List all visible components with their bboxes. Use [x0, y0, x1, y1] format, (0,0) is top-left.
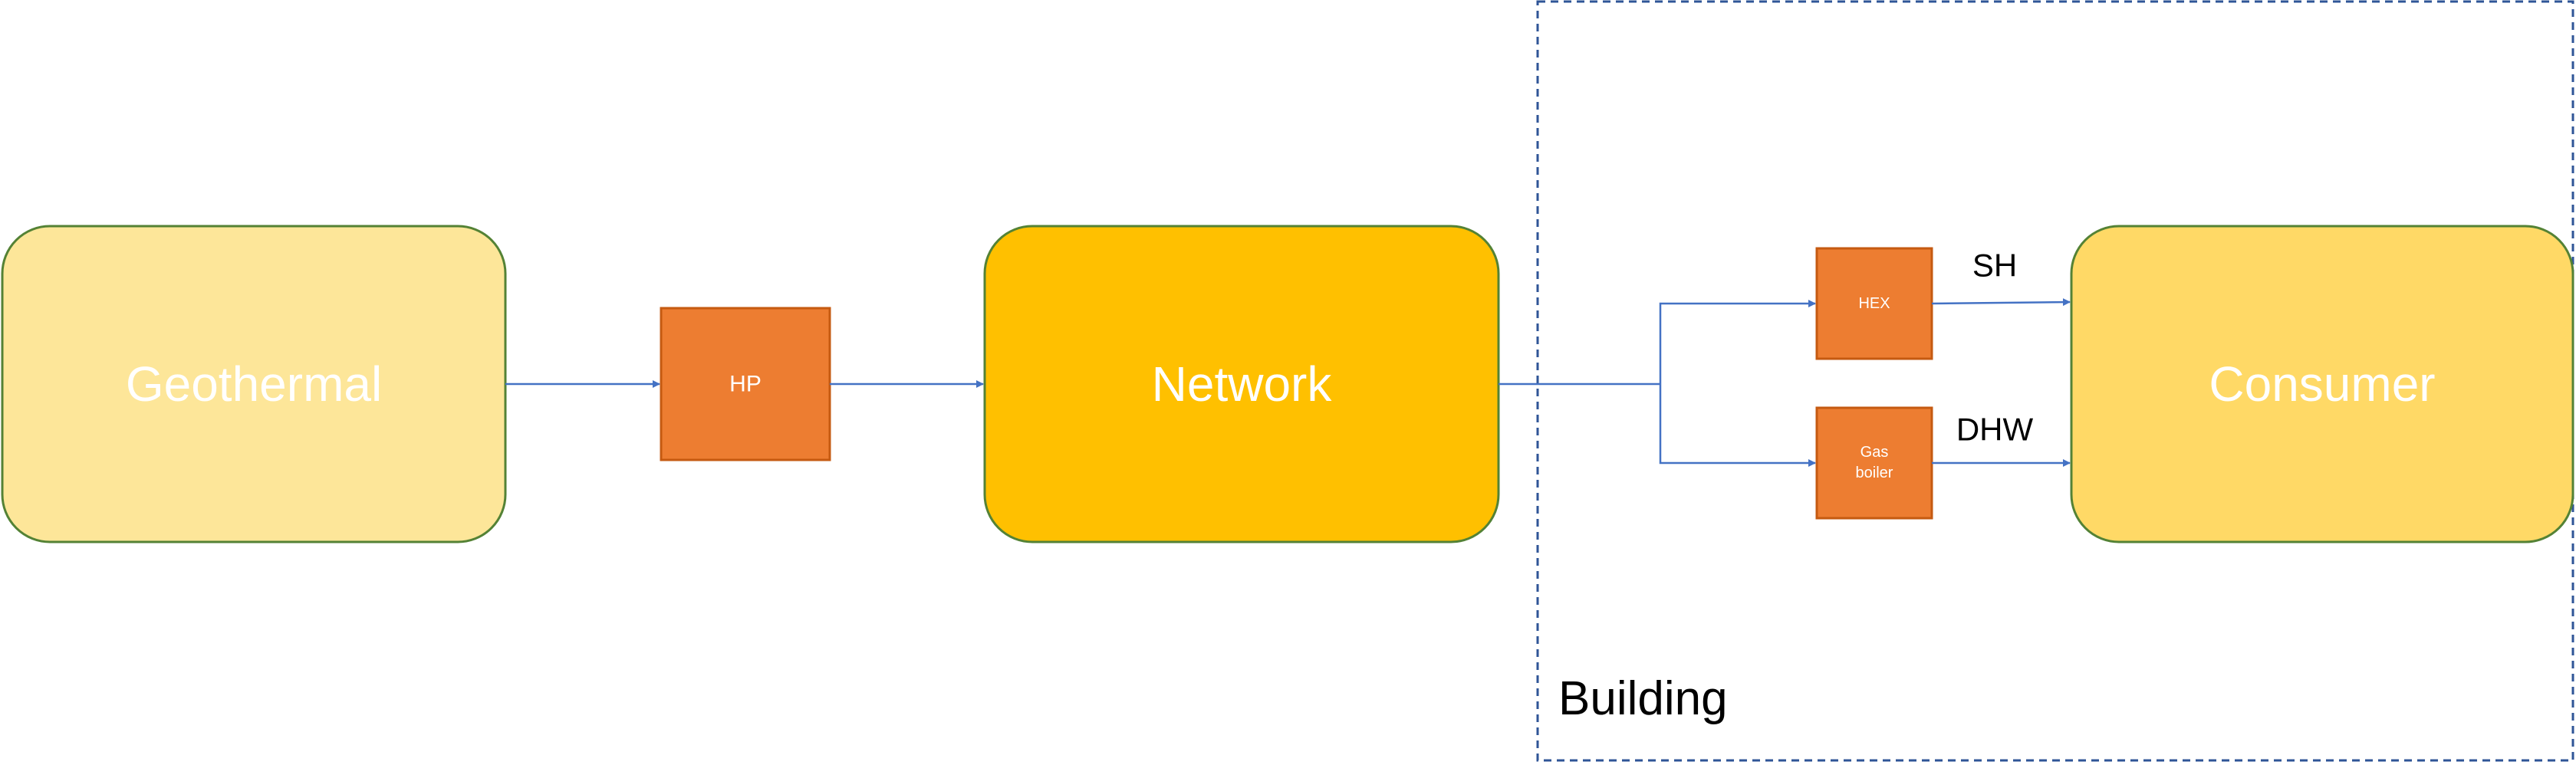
- gas-boiler-label-line2: boiler: [1856, 465, 1893, 481]
- arrow-network-to-hex: [1659, 300, 1816, 384]
- hp-node[interactable]: [660, 307, 831, 461]
- gas-boiler-label-line1: Gas: [1860, 444, 1889, 461]
- flow-label-dhw: DHW: [1956, 412, 2034, 448]
- network-label: Network: [1152, 356, 1333, 412]
- arrow-hex-to-consumer: [1931, 298, 2071, 307]
- building-label: Building: [1558, 672, 1728, 725]
- arrow-network-to-gas-boiler: [1659, 384, 1816, 467]
- gas-boiler-node[interactable]: [1815, 406, 1933, 520]
- consumer-node[interactable]: [2070, 225, 2574, 543]
- hex-node[interactable]: [1815, 247, 1933, 360]
- hex-label: HEX: [1858, 295, 1890, 312]
- geothermal-label: Geothermal: [126, 356, 382, 412]
- consumer-label: Consumer: [2209, 356, 2435, 412]
- hp-label: HP: [729, 372, 762, 397]
- flow-label-sh: SH: [1972, 248, 2017, 284]
